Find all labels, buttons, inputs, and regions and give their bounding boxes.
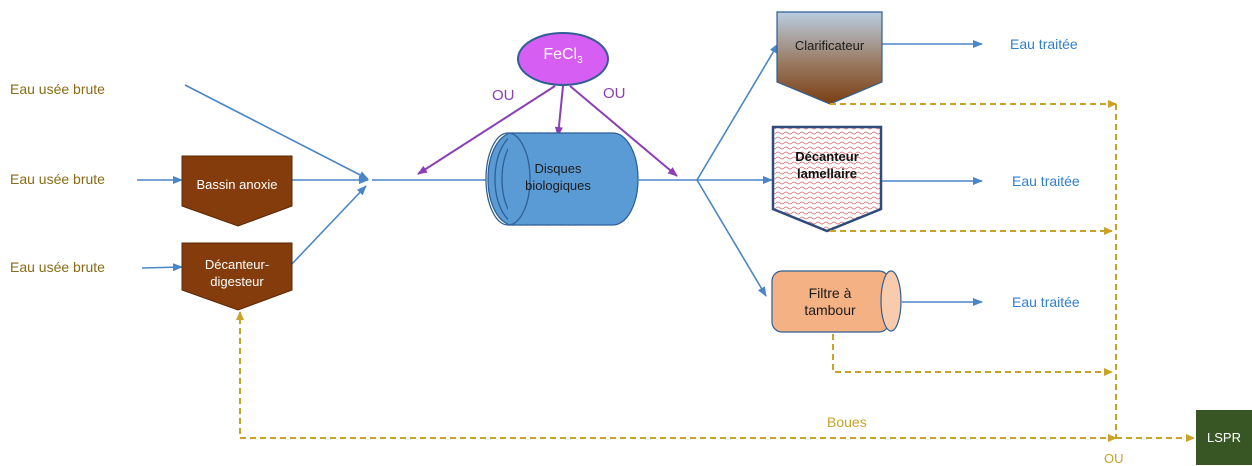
distribution-lines bbox=[637, 40, 983, 306]
to-clarificateur-line bbox=[696, 43, 779, 181]
decanteur-digesteur-shape bbox=[181, 242, 293, 311]
clarificateur-label: Clarificateur bbox=[794, 38, 865, 53]
lspr-box bbox=[1196, 410, 1252, 465]
output-label-middle: Eau traitée bbox=[1012, 173, 1080, 189]
fecl3-formula: FeCl bbox=[543, 46, 578, 63]
or-label-bottom: OU bbox=[1104, 451, 1124, 466]
fecl3-subscript: 3 bbox=[577, 55, 583, 67]
dose-arrow-center bbox=[554, 85, 564, 137]
dose-arrow-right bbox=[569, 85, 678, 177]
input-label-top: Eau usée brute bbox=[10, 81, 105, 97]
input-label-bottom: Eau usée brute bbox=[10, 259, 105, 275]
clarificateur-shape bbox=[776, 11, 883, 105]
fecl3-label: FeCl3 bbox=[518, 46, 608, 66]
sludge-filtre-line bbox=[832, 334, 1113, 376]
or-label-right: OU bbox=[603, 85, 626, 102]
disques-biologiques-label: Disques biologiques bbox=[525, 161, 591, 193]
sludge-lines bbox=[236, 100, 1195, 442]
or-label-left: OU bbox=[492, 87, 515, 104]
disques-biologiques-shape bbox=[485, 132, 639, 226]
to-filtre-line bbox=[696, 179, 767, 297]
dosing-arrows bbox=[417, 85, 678, 177]
lspr-label: LSPR bbox=[1207, 430, 1241, 445]
output-label-bottom: Eau traitée bbox=[1012, 294, 1080, 310]
inlet-bottom-line bbox=[141, 263, 183, 272]
filtre-tambour-label: Filtre à tambour bbox=[804, 285, 856, 318]
bassin-anoxie-shape bbox=[181, 155, 293, 227]
sludge-return-line bbox=[236, 311, 1117, 442]
decanteur-digesteur-label: Décanteur- digesteur bbox=[204, 257, 270, 289]
inlet-top-line bbox=[184, 84, 369, 180]
fecl3-ellipse bbox=[517, 32, 609, 86]
inlet-lines bbox=[137, 84, 486, 272]
bassin-anoxie-label: Bassin anoxie bbox=[196, 177, 278, 192]
input-label-middle: Eau usée brute bbox=[10, 171, 105, 187]
decanteur-lamellaire-shape bbox=[771, 125, 883, 233]
decanteur-lamellaire-label: Décanteur lamellaire bbox=[795, 149, 859, 181]
output-label-top: Eau traitée bbox=[1010, 36, 1078, 52]
digesteur-out-line bbox=[289, 185, 367, 267]
sludge-label: Boues bbox=[827, 414, 867, 430]
dose-arrow-left bbox=[417, 85, 556, 175]
